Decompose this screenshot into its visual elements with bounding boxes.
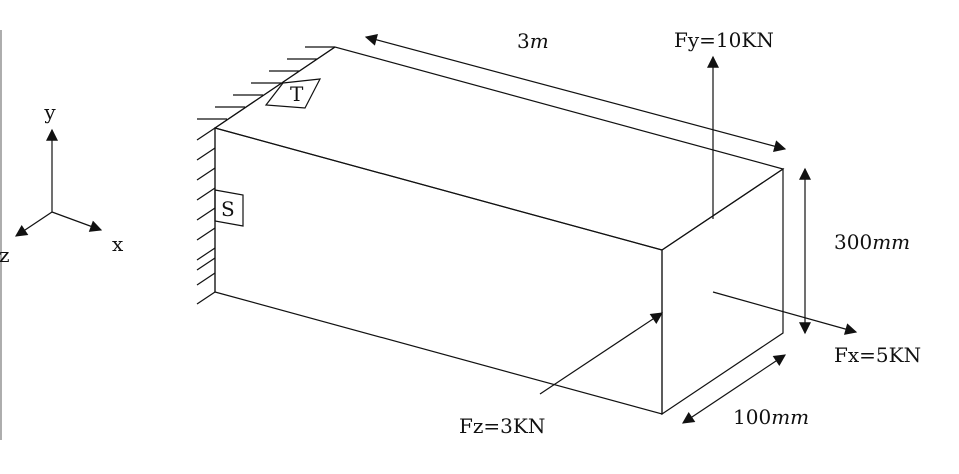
load-fz: Fz=3KN — [459, 312, 663, 438]
dimension-height-label: 300mm — [834, 230, 910, 254]
load-fx: Fx=5KN — [712, 291, 921, 367]
dimension-height: 300mm — [799, 167, 910, 335]
x-axis-label: x — [112, 232, 124, 256]
support-label-s-text: S — [221, 197, 235, 221]
dimension-length-label: 3m — [517, 29, 549, 53]
dimension-depth: 100mm — [682, 354, 809, 429]
support-label-t: T — [264, 78, 322, 109]
dimension-depth-label: 100mm — [733, 405, 809, 429]
support-label-s: S — [214, 189, 244, 227]
dimension-length: 3m — [364, 29, 787, 153]
x-axis-arrow — [51, 211, 103, 232]
load-fz-arrow — [539, 312, 663, 395]
fixed-support-hatching — [196, 46, 336, 305]
load-fy: Fy=10KN — [674, 28, 774, 219]
y-axis-label: y — [43, 100, 56, 124]
load-fx-arrow — [712, 291, 858, 335]
beam-end-face — [661, 167, 784, 416]
beam-front-face — [214, 127, 663, 415]
load-fy-label: Fy=10KN — [674, 28, 774, 52]
z-axis-arrow — [15, 211, 53, 237]
load-fz-label: Fz=3KN — [459, 414, 545, 438]
coordinate-axes: y x z — [0, 100, 124, 267]
load-fx-label: Fx=5KN — [834, 343, 921, 367]
support-label-t-text: T — [290, 82, 304, 106]
z-axis-label: z — [0, 243, 10, 267]
beam-top-face — [213, 46, 785, 251]
